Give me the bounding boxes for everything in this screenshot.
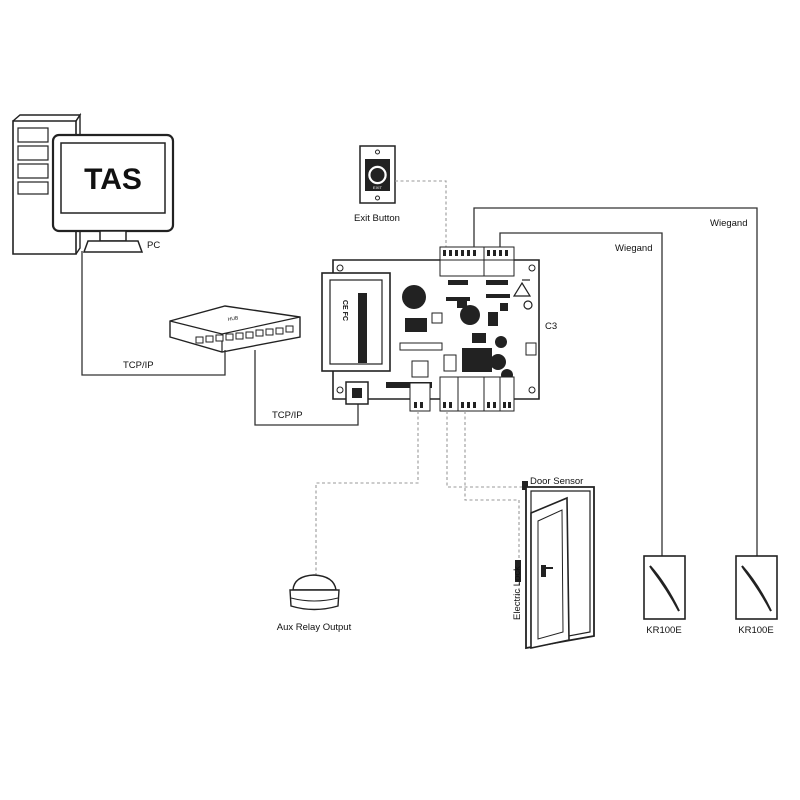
exit-button-face-text: EXIT [373,185,382,190]
switch-to-controller-label: TCP/IP [272,410,303,421]
exit-button-wire [395,180,447,248]
door-sensor-wire [446,411,526,488]
pc-monitor-icon [51,133,175,253]
controller-label: C3 [545,321,557,332]
door-sensor-icon [522,481,528,490]
reader1-wiegand-wire [499,232,663,556]
pc-screen-text: TAS [84,163,142,196]
wiegand-wires: Wiegand Wiegand [473,207,758,556]
exit-button-label: Exit Button [354,213,400,224]
pc-to-switch-wire [81,251,226,376]
pc-label: PC [147,240,160,251]
reader2-wire-label: Wiegand [710,218,748,229]
network-wires: TCP/IP TCP/IP [81,251,359,426]
controller-cert-marks: CE FC [341,300,348,321]
reader-2-label: KR100E [738,625,773,636]
aux-relay-strobe-icon [289,574,340,611]
switch-brand-text: HUB [227,315,239,323]
aux-relay-label: Aux Relay Output [277,622,352,633]
reader2-wiegand-wire [473,207,758,556]
reader-1-label: KR100E [646,625,681,636]
network-switch-icon: HUB [169,305,301,353]
aux-relay-wire [315,411,419,575]
electric-lock-label: Electric Lock [512,566,523,620]
pc-to-switch-label: TCP/IP [123,360,154,371]
door-sensor-label: Door Sensor [530,476,583,487]
electric-lock-wire [464,411,520,598]
pc: TAS PC [12,112,175,255]
reader-1: KR100E [643,555,686,636]
electric-lock-icon [515,560,521,582]
switch-to-controller-wire [254,350,359,426]
controller-board: CE FC [321,246,557,412]
exit-button-device: EXIT Exit Button [354,145,400,224]
door-icon [515,481,595,650]
reader1-wire-label: Wiegand [615,243,653,254]
reader-2: KR100E [735,555,778,636]
